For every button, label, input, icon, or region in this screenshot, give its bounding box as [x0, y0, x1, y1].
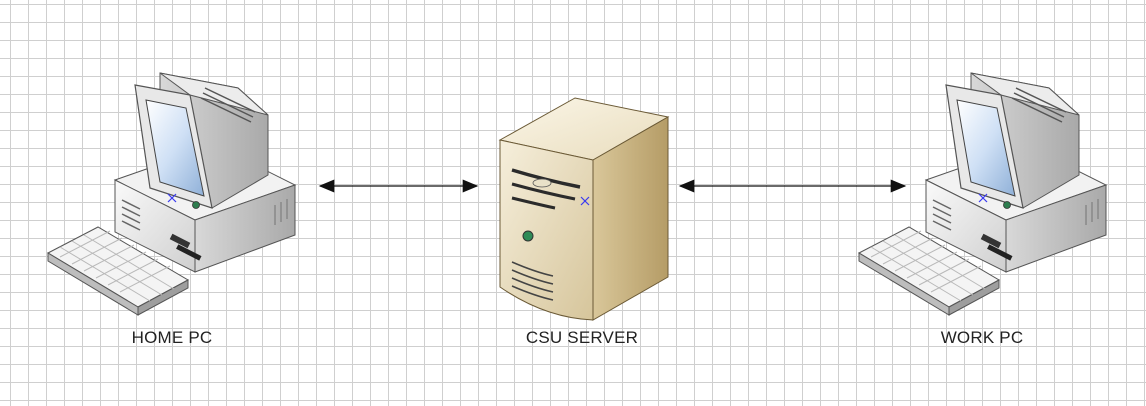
home-pc-label: HOME PC — [131, 328, 213, 347]
work-pc-icon[interactable] — [858, 72, 1107, 316]
csu-server-label: CSU SERVER — [525, 328, 639, 347]
work-pc-label: WORK PC — [940, 328, 1024, 347]
csu-server-icon[interactable] — [498, 97, 670, 321]
home-pc-icon[interactable] — [47, 72, 296, 316]
